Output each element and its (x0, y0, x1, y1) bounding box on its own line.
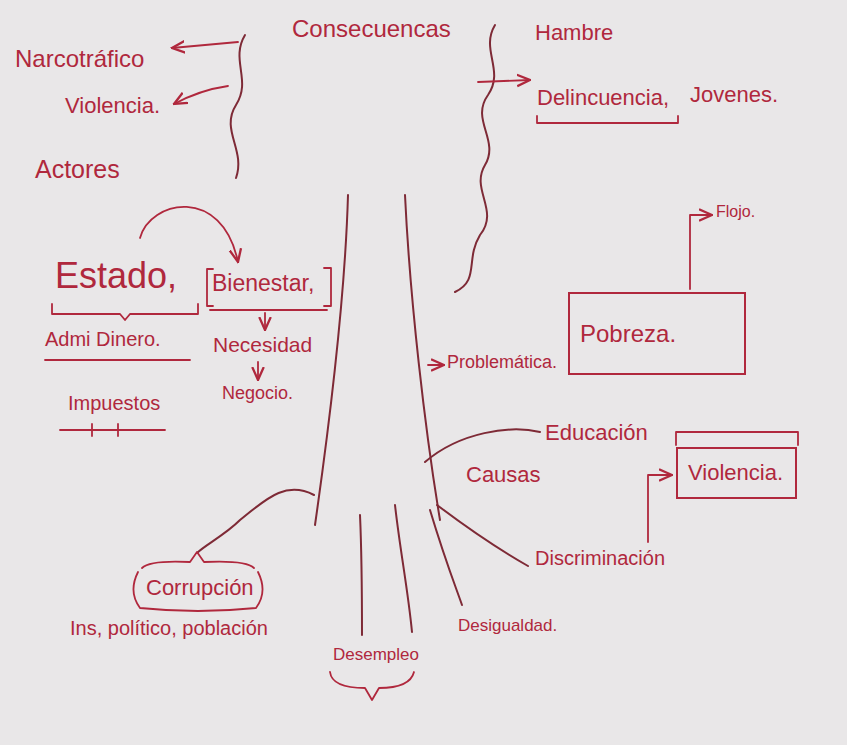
cause-text: Educación (545, 420, 648, 445)
note-text: Negocio. (222, 383, 293, 404)
tree-root (197, 490, 314, 553)
problem-box: Pobreza. (568, 292, 746, 375)
section-text: Causas (466, 462, 541, 487)
consequence-text: Violencia. (65, 93, 160, 118)
tree-root (395, 505, 412, 632)
underline (45, 359, 190, 361)
arrow (264, 313, 266, 330)
tree-crown (455, 25, 495, 292)
arrow (174, 86, 228, 104)
actor-text: Bienestar, (212, 270, 314, 296)
underline (210, 309, 327, 311)
arrow (172, 42, 238, 48)
consequence-text: Narcotráfico (15, 45, 144, 73)
cause-text: Corrupción (146, 575, 254, 600)
actor-text: Estado, (55, 255, 177, 296)
underline-bracket (537, 116, 678, 123)
note-text: Impuestos (68, 392, 160, 415)
tree-crown (231, 35, 245, 178)
brace (142, 552, 254, 568)
underline (60, 424, 165, 436)
parenthesis (133, 572, 262, 611)
problem-text: Problemática. (447, 352, 557, 373)
section-text: Actores (35, 155, 120, 184)
brace (330, 672, 414, 700)
arrow (140, 207, 238, 262)
effect-box: Violencia. (676, 447, 797, 499)
tree-root (430, 510, 462, 605)
cause-text: Discriminación (535, 547, 665, 570)
arrow (690, 215, 712, 289)
tree-trunk (405, 195, 440, 520)
arrow (428, 364, 444, 366)
underline-bracket (52, 304, 198, 320)
arrow (648, 475, 672, 542)
box-text: Violencia. (688, 460, 783, 485)
cause-text: Desempleo (333, 645, 419, 665)
consequence-text: Hambre (535, 20, 613, 45)
note-text: Flojo. (716, 203, 755, 221)
cause-text: Desigualdad. (458, 616, 557, 636)
bracket (676, 432, 798, 445)
note-text: Necesidad (213, 333, 312, 357)
note-text: Ins, político, población (70, 617, 268, 640)
consequence-text: Jovenes. (690, 82, 778, 107)
tree-trunk (315, 195, 348, 525)
consequence-text: Delincuencia, (537, 85, 669, 110)
bracket (324, 268, 331, 306)
tree-root (437, 505, 528, 566)
tree-root (360, 515, 362, 635)
tree-root (425, 430, 540, 462)
arrow (257, 362, 259, 380)
arrow (478, 80, 530, 82)
note-text: Admi Dinero. (45, 328, 161, 351)
heading-text: Consecuencas (292, 15, 451, 43)
box-text: Pobreza. (580, 320, 676, 348)
